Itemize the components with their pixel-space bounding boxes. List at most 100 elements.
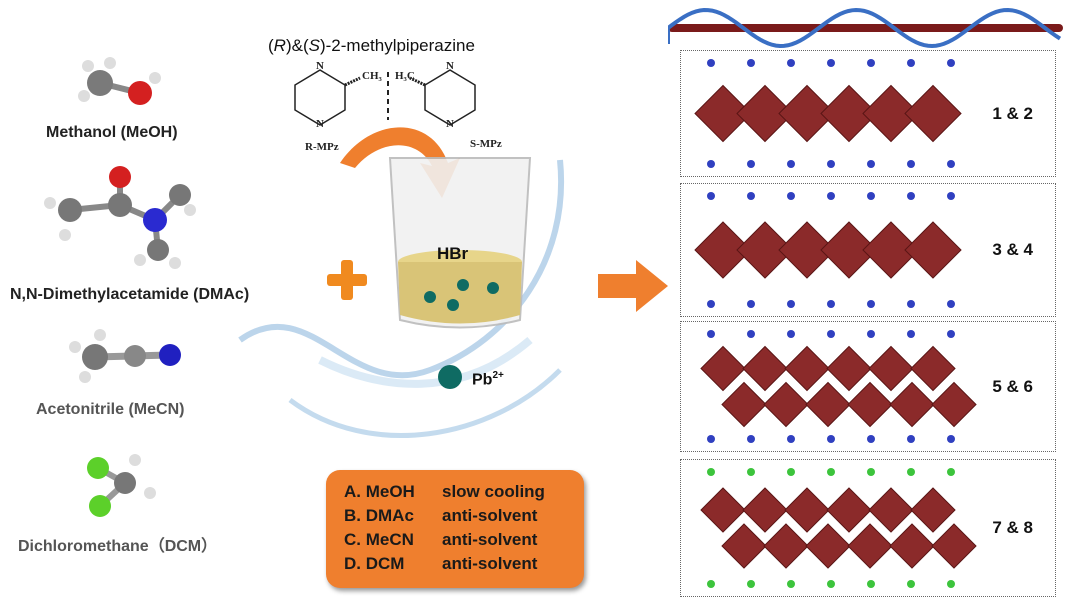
organic-cation-atom <box>867 330 875 338</box>
pbbr6-octahedron <box>862 221 920 279</box>
pbbr6-octahedron <box>904 221 962 279</box>
organic-cation-atom <box>827 59 835 67</box>
organic-cation-atom <box>747 192 755 200</box>
s-mpz-label: S-MPz <box>470 138 502 150</box>
pbbr6-octahedron <box>694 84 752 143</box>
organic-cation-atom <box>907 468 915 476</box>
pbbr6-octahedron <box>763 381 809 428</box>
pbbr6-octahedron <box>889 381 935 428</box>
pbbr6-octahedron <box>847 523 893 569</box>
organic-cation-atom <box>947 160 955 168</box>
organic-cation-atom <box>787 59 795 67</box>
r-mpz-label: R-MPz <box>305 141 339 153</box>
organic-cation-atom <box>707 160 715 168</box>
pbbr6-octahedron <box>868 487 914 533</box>
organic-cation-atom <box>947 59 955 67</box>
piperazine-structures <box>294 69 476 126</box>
organic-cation-atom <box>907 59 915 67</box>
pbbr6-octahedron <box>700 345 746 392</box>
organic-cation-atom <box>787 160 795 168</box>
curved-arrow <box>340 127 460 198</box>
organic-cation-atom <box>747 160 755 168</box>
pbbr6-octahedron <box>868 345 914 392</box>
organic-cation-atom <box>947 300 955 308</box>
organic-cation-atom <box>867 192 875 200</box>
pbbr6-octahedron <box>784 487 830 533</box>
pb-ion-icon <box>438 365 462 389</box>
solvent-label-acetonitrile: Acetonitrile (MeCN) <box>36 401 185 418</box>
ligand-title: (R)&(S)-2-methylpiperazine <box>268 36 475 55</box>
pbbr6-octahedron <box>820 221 878 279</box>
organic-cation-atom <box>747 330 755 338</box>
organic-cation-atom <box>827 300 835 308</box>
organic-cation-atom <box>787 580 795 588</box>
n-atom: N <box>316 60 324 72</box>
pbbr6-octahedron <box>736 221 794 279</box>
organic-cation-atom <box>867 468 875 476</box>
organic-cation-atom <box>907 192 915 200</box>
helix-chain <box>668 8 1063 48</box>
pbbr6-octahedron <box>721 381 767 428</box>
n-atom: N <box>446 60 454 72</box>
pbbr6-octahedron <box>931 523 977 569</box>
pbbr6-octahedron <box>742 487 788 533</box>
organic-cation-atom <box>867 160 875 168</box>
pbbr6-octahedron <box>778 221 836 279</box>
solvent-label-methanol: Methanol (MeOH) <box>46 124 178 141</box>
organic-cation-atom <box>787 192 795 200</box>
pb-ion-label: Pb2+ <box>472 370 504 389</box>
organic-cation-atom <box>867 59 875 67</box>
organic-cation-atom <box>707 300 715 308</box>
organic-cation-atom <box>707 580 715 588</box>
organic-cation-atom <box>907 160 915 168</box>
pbbr6-octahedron <box>736 84 794 143</box>
ch3-group: CH₃ <box>362 70 382 82</box>
organic-cation-atom <box>947 192 955 200</box>
methanol-molecule <box>78 57 161 105</box>
water-splash <box>238 159 565 438</box>
panel-label: 7 & 8 <box>992 518 1033 537</box>
pbbr6-octahedron <box>742 345 788 392</box>
organic-cation-atom <box>787 330 795 338</box>
structure-panel-1-2: 1 & 2 <box>680 50 1056 177</box>
n-atom: N <box>446 118 454 130</box>
organic-cation-atom <box>707 59 715 67</box>
pbbr6-octahedron <box>826 487 872 533</box>
organic-cation-atom <box>707 192 715 200</box>
organic-cation-atom <box>707 468 715 476</box>
organic-cation-atom <box>707 435 715 443</box>
structure-panel-7-8: 7 & 8 <box>680 459 1056 597</box>
pbbr6-octahedron <box>694 221 752 279</box>
solvent-label-dcm: Dichloromethane（DCM） <box>18 538 218 555</box>
organic-cation-atom <box>787 468 795 476</box>
pbbr6-octahedron <box>847 381 893 428</box>
pbbr6-octahedron <box>763 523 809 569</box>
pbbr6-octahedron <box>826 345 872 392</box>
organic-cation-atom <box>747 468 755 476</box>
organic-cation-atom <box>747 300 755 308</box>
organic-cation-atom <box>947 468 955 476</box>
pbbr6-octahedron <box>931 381 977 428</box>
pbbr6-octahedron <box>721 523 767 569</box>
structure-panel-5-6: 5 & 6 <box>680 321 1056 452</box>
organic-cation-atom <box>867 580 875 588</box>
right-arrow <box>598 260 668 312</box>
organic-cation-atom <box>907 300 915 308</box>
organic-cation-atom <box>827 192 835 200</box>
solvent-label-dmac: N,N-Dimethylacetamide (DMAc) <box>10 286 250 303</box>
organic-cation-atom <box>787 435 795 443</box>
organic-cation-atom <box>747 435 755 443</box>
pbbr6-octahedron <box>700 487 746 533</box>
n-atom: N <box>316 118 324 130</box>
pbbr6-octahedron <box>805 381 851 428</box>
organic-cation-atom <box>747 580 755 588</box>
pbbr6-octahedron <box>862 84 920 143</box>
organic-cation-atom <box>827 468 835 476</box>
organic-cation-atom <box>707 330 715 338</box>
pbbr6-octahedron <box>904 84 962 143</box>
organic-cation-atom <box>947 330 955 338</box>
